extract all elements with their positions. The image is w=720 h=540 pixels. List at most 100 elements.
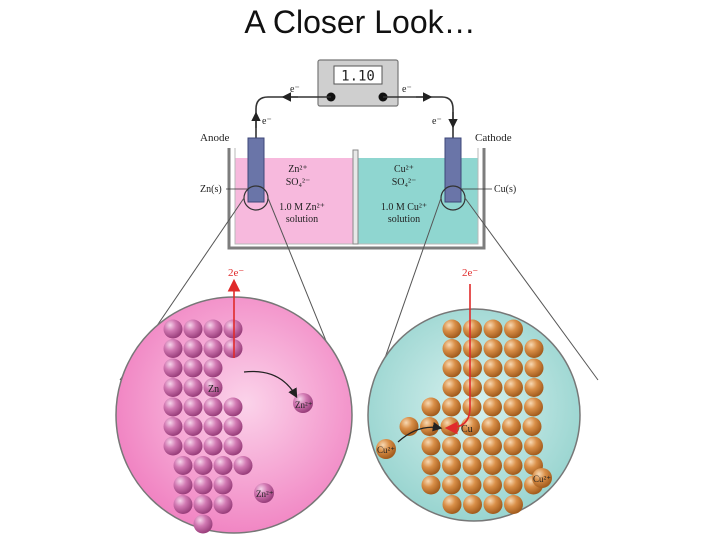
voltmeter: 1.10: [317, 59, 399, 107]
cu-ion-label: Cu²⁺: [377, 445, 395, 455]
cu-atom: [463, 339, 482, 358]
anode-label: Anode: [200, 132, 229, 144]
slide-title: A Closer Look…: [244, 4, 476, 40]
zn-atom: [213, 475, 233, 495]
cu-atom: [483, 378, 503, 397]
zn-ion: [254, 483, 274, 503]
cathode-concentration: 1.0 M Cu²⁺: [381, 202, 427, 213]
cu-atom: [503, 397, 523, 417]
cu-atom: [442, 319, 462, 339]
zn-atom: [223, 417, 243, 436]
zn-atom: [163, 378, 183, 397]
cu-atom: [463, 358, 482, 378]
zn-atom: [223, 319, 243, 339]
zn-atom: [223, 436, 243, 456]
zn-atom: [163, 339, 183, 358]
zn-ion: [293, 393, 313, 413]
cu-atom: [524, 358, 544, 378]
zn-atom: [203, 397, 223, 417]
cu-atom: [483, 436, 502, 456]
zn-atom: [193, 495, 213, 514]
cu-atom: [442, 495, 462, 514]
cu-atom: [504, 339, 523, 358]
anode-ion-zn: Zn²⁺: [288, 164, 307, 175]
cu-atom: [524, 378, 544, 397]
zn-electrode: [247, 137, 265, 203]
zn-atom: [163, 358, 183, 378]
cu-atom: [524, 339, 544, 358]
zn-atom-lattice: [163, 319, 253, 534]
cu-atom: [421, 456, 441, 475]
cu-ion: [376, 439, 396, 459]
anode-concentration: 1.0 M Zn²⁺: [279, 202, 325, 213]
electron-label: e⁻: [290, 84, 300, 95]
zn-metal-label: Zn: [208, 384, 219, 395]
zn-atom: [203, 417, 223, 436]
porous-barrier: [352, 149, 359, 245]
cu-atom: [483, 456, 502, 475]
zn-atom: [203, 358, 223, 378]
cu-atom: [463, 378, 482, 397]
zn-atom: [163, 417, 183, 436]
cathode-solution-label: solution: [388, 214, 420, 225]
cu-atom: [421, 475, 441, 495]
anode-ion-sulfate: SO₄²⁻: [286, 177, 311, 188]
cu-atom: [481, 417, 501, 436]
zn-atom: [223, 339, 243, 358]
cu-electrode-label: Cu(s): [494, 184, 516, 195]
zn-atom: [213, 456, 233, 475]
zn-atom: [183, 319, 203, 339]
zn-atom: [223, 397, 243, 417]
cu-atom: [463, 495, 482, 514]
electron-label: 2e⁻: [228, 267, 244, 279]
cathode-label: Cathode: [475, 132, 512, 144]
cu-atom: [442, 339, 462, 358]
zn-electrode-label: Zn(s): [200, 184, 222, 195]
zn-ion-label: Zn²⁺: [256, 489, 274, 499]
cu-atom: [462, 456, 482, 475]
cu-atom: [503, 456, 523, 475]
zn-atom: [163, 436, 183, 456]
cu-atom: [524, 397, 543, 417]
zn-atom: [213, 495, 233, 514]
zn-atom: [183, 417, 203, 436]
cu-atom: [442, 475, 461, 495]
cu-ion: [532, 468, 552, 488]
zn-atom: [163, 397, 183, 417]
zn-ion-label: Zn²⁺: [295, 400, 313, 410]
cu-metal-label: Cu: [461, 424, 473, 435]
cu-atom: [462, 397, 482, 417]
electron-flow-arrows: [251, 92, 458, 129]
anode-solution-label: solution: [286, 214, 318, 225]
cu-atom: [462, 475, 482, 495]
cu-atom: [483, 358, 503, 378]
zn-atom: [173, 456, 193, 475]
cu-atom: [442, 358, 462, 378]
cu-ion-label: Cu²⁺: [533, 474, 551, 484]
cathode-ion-sulfate: SO₄²⁻: [392, 177, 417, 188]
cu-atom: [421, 436, 441, 456]
cu-atom: [503, 475, 523, 495]
zn-atom: [203, 378, 223, 397]
zn-atom: [183, 339, 203, 358]
zn-atom: [183, 397, 203, 417]
cu-atom: [399, 417, 419, 436]
cu-atom: [442, 378, 462, 397]
cu-atom: [483, 475, 502, 495]
ion-deposit-arrow: [397, 421, 443, 443]
voltmeter-reading: 1.10: [341, 69, 375, 85]
cu-atom: [504, 319, 523, 339]
cu-atom: [442, 397, 461, 417]
cu-electrode: [444, 137, 462, 203]
zn-atom: [193, 456, 213, 475]
electron-arrival-arrow: [444, 284, 471, 435]
zn-atom: [233, 456, 253, 475]
zn-atom: [203, 436, 223, 456]
cu-atom: [503, 436, 523, 456]
cu-atom: [522, 417, 542, 436]
ion-release-arrow: [243, 370, 298, 399]
electron-label: e⁻: [432, 116, 442, 127]
zn-atom: [183, 436, 203, 456]
zn-atom: [203, 319, 223, 339]
